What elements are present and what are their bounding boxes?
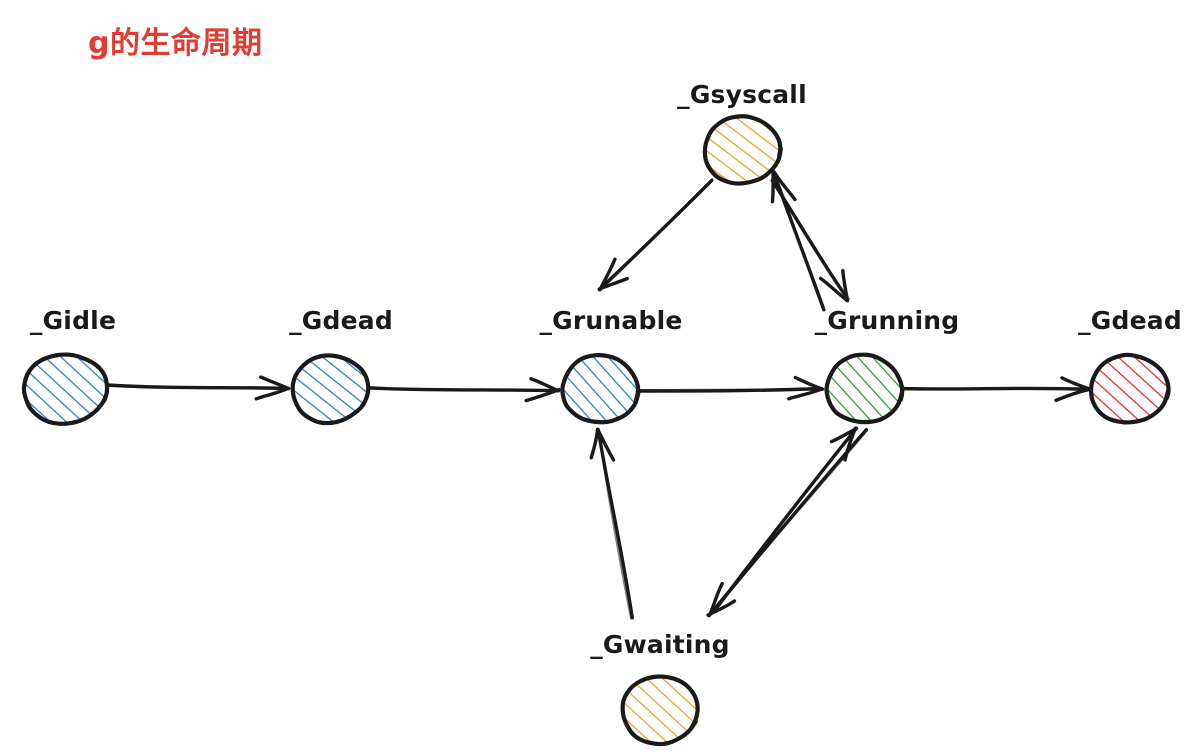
node-gwaiting[interactable] [620,674,700,747]
node-gdead2[interactable] [1088,352,1171,425]
node-label-gidle: _Gidle [29,306,117,335]
node-label-grunable: _Grunable [539,306,683,335]
node-label-gwaiting: _Gwaiting [590,630,730,659]
node-grunable[interactable] [560,353,641,425]
edge-e-gsyscall-grunable [597,178,714,292]
node-label-gdead2: _Gdead [1078,306,1182,335]
node-gdead1[interactable] [288,351,371,427]
node-label-grunning: _Grunning [814,306,960,335]
node-gidle[interactable] [21,352,110,426]
node-layer [21,111,1171,747]
node-label-gdead1: _Gdead [289,306,393,335]
node-grunning[interactable] [824,352,905,425]
edge-e-gwaiting-grunable [589,427,634,620]
page-title: g的生命周期 [88,26,263,61]
edge-e-gidle-gdead1 [107,375,291,401]
node-gsyscall[interactable] [700,111,784,189]
node-label-gsyscall: _Gsyscall [677,80,807,109]
edge-e-grunning-gsyscall [770,169,826,312]
edge-e-grunable-grunning [637,375,825,401]
edge-layer [107,169,1091,620]
edge-e-grunning-gdead2 [901,376,1091,403]
edge-e-gdead1-grunable [366,377,561,403]
edge-e-grunning-gwaiting [706,428,869,618]
